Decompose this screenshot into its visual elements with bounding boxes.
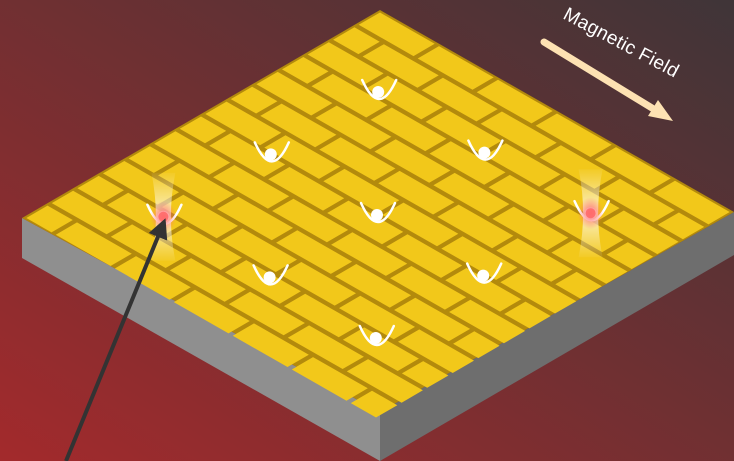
optical-tweezer-beam-icon bbox=[578, 169, 604, 257]
